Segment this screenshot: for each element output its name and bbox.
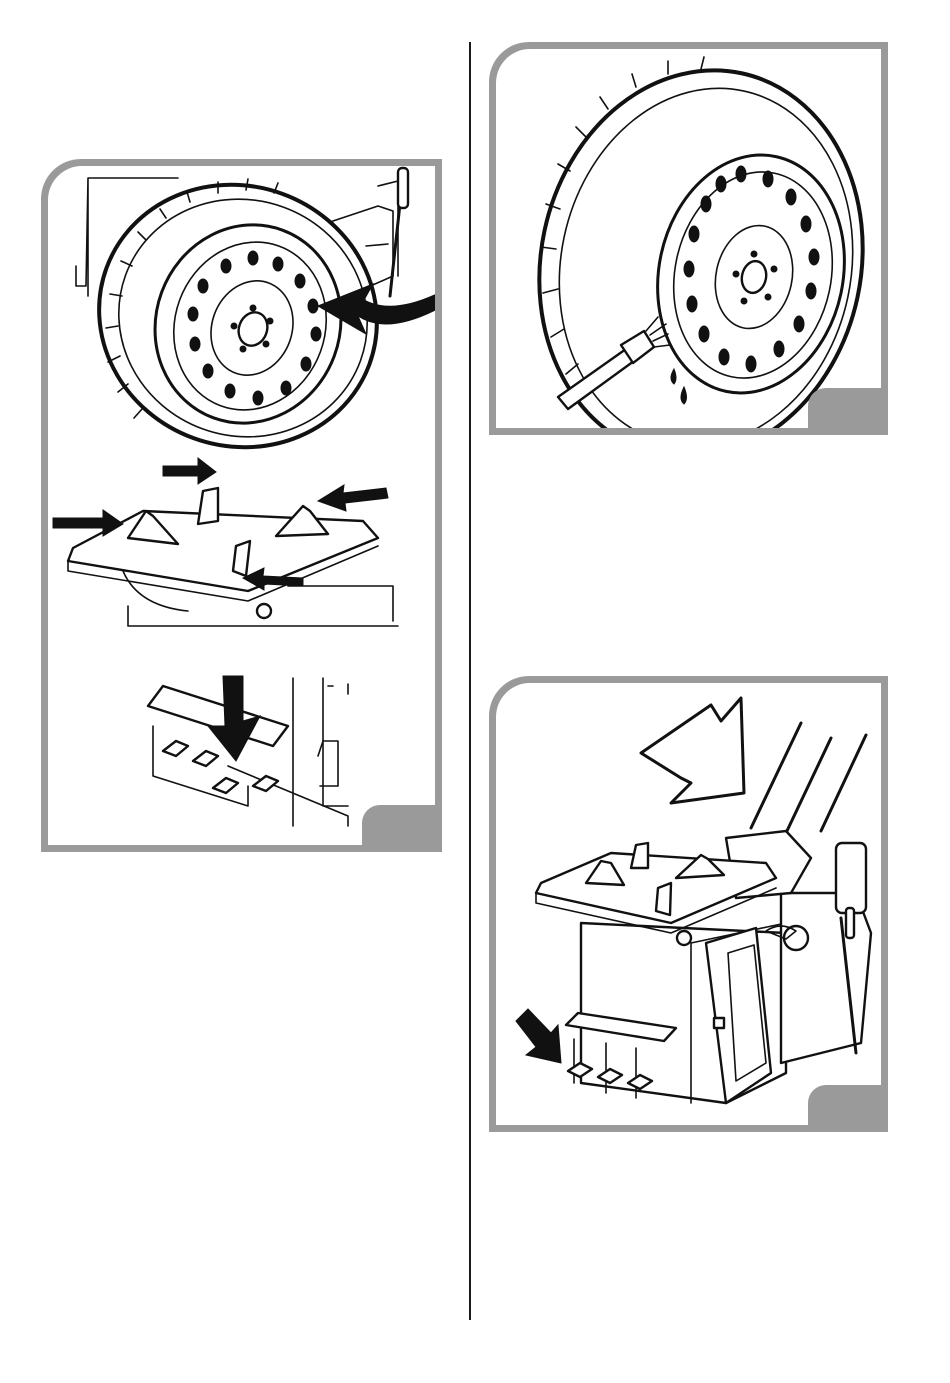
open-jaws-illustration (496, 683, 881, 1125)
figure-mount-wheel (41, 159, 442, 852)
lubricate-bead-illustration (496, 49, 881, 428)
figure-mount-wheel-canvas (48, 166, 435, 845)
figure-open-jaws (489, 676, 888, 1132)
figure-number-tab (362, 805, 435, 845)
figure-open-jaws-canvas (496, 683, 881, 1125)
pedal-base (148, 678, 348, 826)
outline-down-arrow (641, 698, 744, 803)
figure-number-tab (808, 388, 881, 428)
figure-lubricate-bead-canvas (496, 49, 881, 428)
turntable (68, 488, 398, 626)
tire-wheel (504, 49, 881, 428)
bead-breaker-arm (751, 723, 866, 833)
page-column-divider (469, 42, 471, 1320)
figure-number-tab (808, 1085, 881, 1125)
pedal-press-arrow (516, 1009, 561, 1063)
figure-lubricate-bead (489, 42, 888, 435)
mount-wheel-illustration (48, 166, 435, 845)
